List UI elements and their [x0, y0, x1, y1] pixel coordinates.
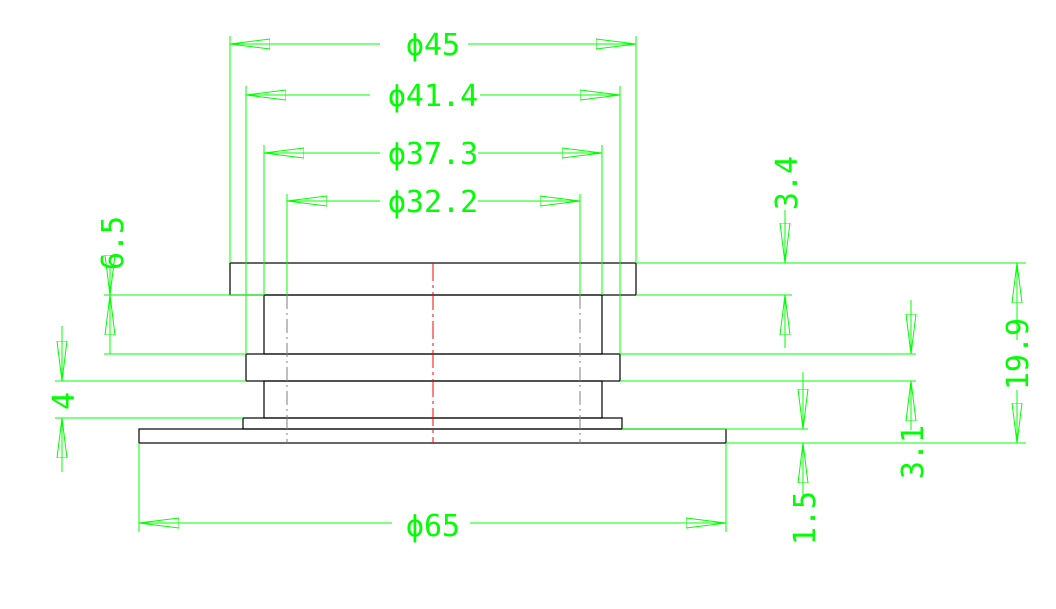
label-d414: ϕ41.4 — [388, 79, 478, 114]
label-h4: 4 — [47, 392, 82, 410]
hidden-bore-lines — [286, 295, 581, 443]
dimensions — [55, 36, 1026, 532]
label-h34: 3.4 — [770, 156, 805, 210]
label-h65: 6.5 — [96, 216, 131, 270]
label-h31: 3.1 — [896, 425, 931, 479]
label-d45: ϕ45 — [406, 28, 460, 63]
label-h15: 1.5 — [788, 491, 823, 545]
label-d373: ϕ37.3 — [388, 137, 478, 172]
label-d322: ϕ32.2 — [388, 185, 478, 220]
label-d65: ϕ65 — [406, 509, 460, 544]
label-h199: 19.9 — [1001, 318, 1036, 390]
